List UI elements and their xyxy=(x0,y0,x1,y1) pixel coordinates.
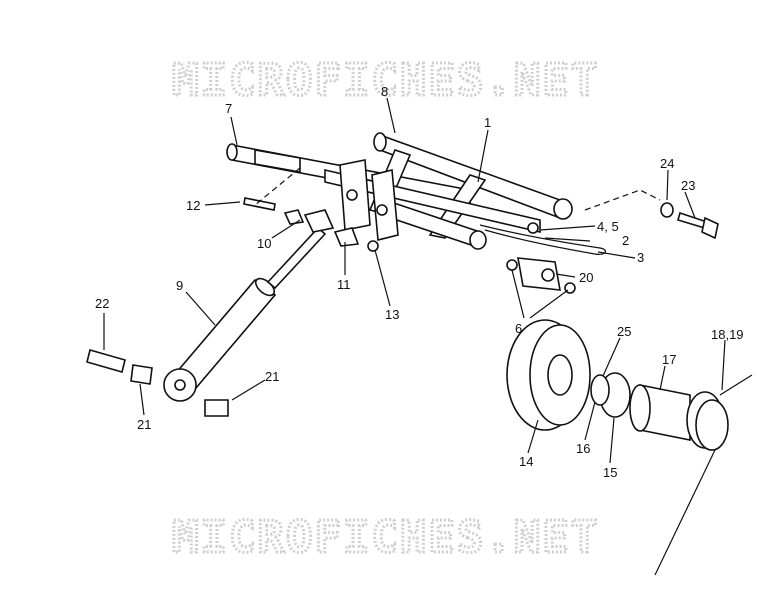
bolt-12 xyxy=(243,197,276,211)
callout-13: 13 xyxy=(385,307,399,322)
callout-7: 7 xyxy=(225,101,232,116)
callout-3: 3 xyxy=(637,250,644,265)
callout-6: 6 xyxy=(515,321,522,336)
callout-4-5: 4, 5 xyxy=(597,219,619,234)
callout-18-19: 18,19 xyxy=(711,327,744,342)
callout-21-right: 21 xyxy=(265,369,279,384)
callout-20: 20 xyxy=(579,270,593,285)
watermark-top: MICROFICHES.NET xyxy=(172,55,599,106)
callout-9: 9 xyxy=(176,278,183,293)
callout-8: 8 xyxy=(381,84,388,99)
callout-25: 25 xyxy=(617,324,631,339)
bolt-23 xyxy=(660,202,719,240)
callout-15: 15 xyxy=(603,465,617,480)
shock-absorber xyxy=(163,226,327,402)
cable xyxy=(479,224,607,255)
callout-21-left: 21 xyxy=(137,417,151,432)
callout-22: 22 xyxy=(95,296,109,311)
arm-frame xyxy=(226,132,573,250)
callout-12: 12 xyxy=(186,198,200,213)
callout-11: 11 xyxy=(337,277,351,292)
watermark-bottom: MICROFICHES.NET xyxy=(172,512,599,563)
rod-7-sleeve xyxy=(254,149,301,173)
bracket-20 xyxy=(517,257,561,291)
callout-10: 10 xyxy=(257,236,271,251)
leader-lines xyxy=(103,97,726,464)
callout-14: 14 xyxy=(519,454,533,469)
callout-2: 2 xyxy=(622,233,629,248)
callout-17: 17 xyxy=(662,352,676,367)
torsion-spring xyxy=(654,374,753,576)
nut-4-5 xyxy=(527,222,539,234)
idler-wheel xyxy=(506,319,691,441)
callout-24: 24 xyxy=(660,156,674,171)
callout-16: 16 xyxy=(576,441,590,456)
callout-23: 23 xyxy=(681,178,695,193)
callout-1: 1 xyxy=(484,115,491,130)
